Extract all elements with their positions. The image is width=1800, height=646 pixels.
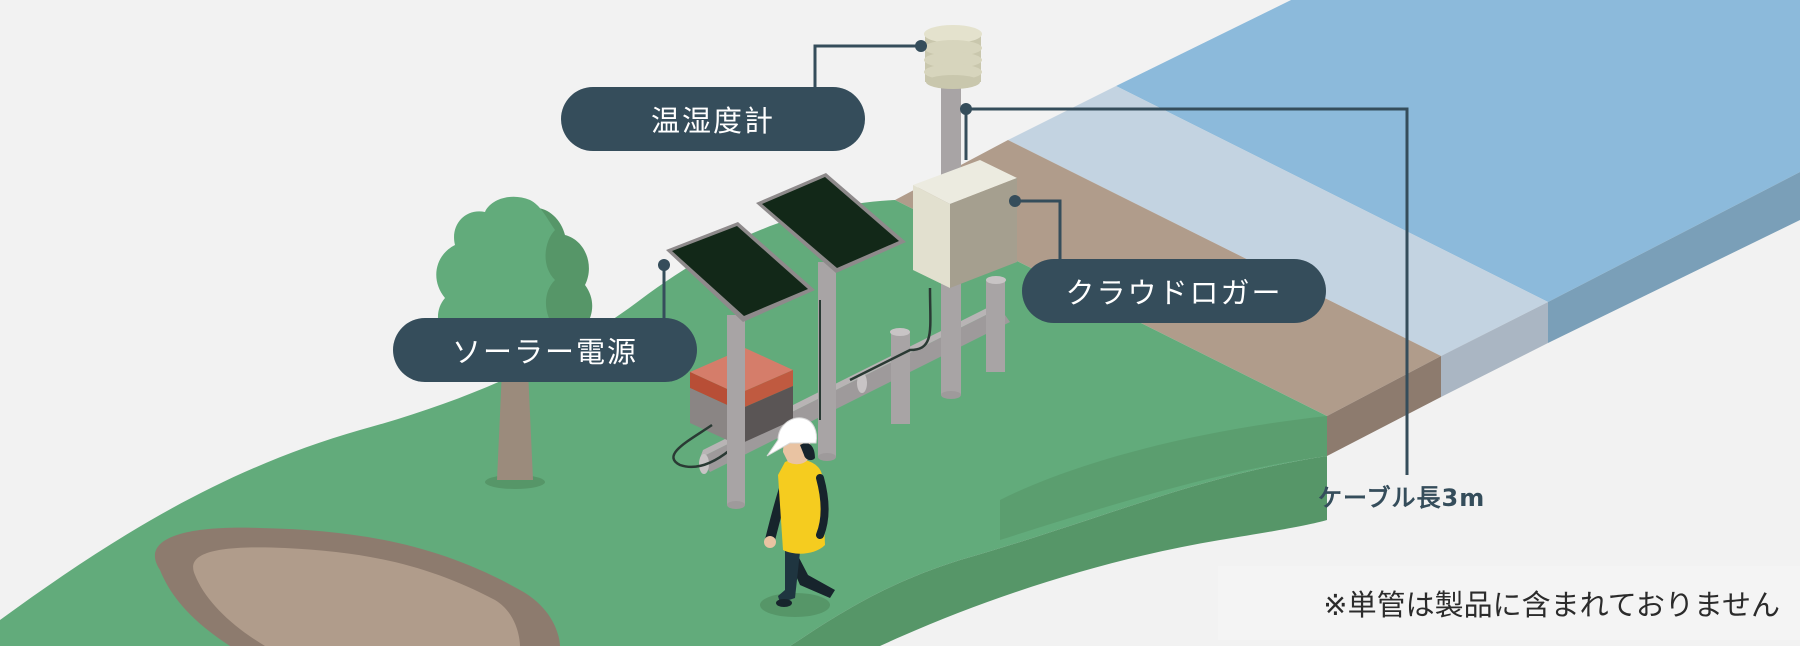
pipe-post-2-cap bbox=[986, 276, 1006, 284]
river-side bbox=[1548, 172, 1800, 343]
worker-shadow bbox=[760, 593, 830, 617]
cloud-logger-label: クラウドロガー bbox=[1022, 259, 1326, 323]
sensor-pole-base bbox=[941, 391, 961, 399]
worker-vest bbox=[778, 459, 825, 554]
callout-dot-logger bbox=[1009, 195, 1021, 207]
callout-dots bbox=[658, 40, 1021, 271]
thermo-hygrometer-label: 温湿度計 bbox=[561, 87, 865, 151]
worker bbox=[764, 417, 835, 607]
panel-leg-1-base bbox=[727, 501, 745, 509]
worker-arm-right bbox=[816, 474, 829, 539]
solar-panels bbox=[666, 173, 906, 509]
worker-leg-front bbox=[778, 550, 800, 603]
worker-leg-back bbox=[787, 550, 835, 598]
sensor-plate-3 bbox=[924, 52, 982, 68]
river-bank-light bbox=[1008, 86, 1548, 356]
logger-side bbox=[950, 178, 1017, 288]
logger-front bbox=[913, 185, 950, 288]
battery-box bbox=[672, 348, 793, 468]
battery-front-top bbox=[690, 372, 738, 410]
pipe-post-1-cap bbox=[890, 328, 910, 336]
callout-lines bbox=[662, 44, 1409, 475]
solar-panel-1 bbox=[672, 226, 808, 316]
dirt-patch-inner bbox=[193, 547, 520, 646]
worker-helmet bbox=[766, 417, 817, 457]
cloud-logger-box bbox=[849, 160, 1017, 382]
soil-side bbox=[1327, 356, 1441, 456]
river-water bbox=[1116, 0, 1800, 302]
worker-hand bbox=[764, 536, 776, 548]
sensor-plate-4 bbox=[924, 64, 982, 80]
solar-power-label: ソーラー電源 bbox=[393, 318, 697, 382]
battery-front bbox=[690, 388, 738, 445]
dirt-patch bbox=[154, 527, 560, 646]
callout-dot-sensor bbox=[915, 40, 927, 52]
river-bank-light-side bbox=[1441, 302, 1548, 397]
grass-slope-dark bbox=[790, 416, 1327, 646]
callout-dot-solar bbox=[658, 259, 670, 271]
pipe-post-1 bbox=[891, 332, 910, 424]
callout-dot-cable bbox=[960, 103, 972, 115]
disclaimer-note: ※単管は製品に含まれておりません bbox=[1218, 566, 1800, 640]
logger-cable bbox=[849, 287, 932, 382]
sensor-plate-5 bbox=[926, 75, 980, 89]
grass-slope-dark-2 bbox=[1000, 416, 1327, 540]
solar-panel-2 bbox=[762, 177, 899, 268]
worker-hair bbox=[800, 443, 815, 461]
logger-top bbox=[913, 160, 1017, 204]
worker-shoe bbox=[776, 599, 792, 607]
pipe-horizontal-front bbox=[700, 308, 1010, 472]
pipe-end-1 bbox=[857, 373, 867, 393]
tree-trunk bbox=[497, 370, 533, 480]
panel-leg-1 bbox=[727, 315, 745, 505]
thermo-hygrometer bbox=[924, 25, 982, 89]
panel-leg-2-base bbox=[818, 453, 836, 461]
river bbox=[1008, 0, 1800, 397]
battery-side bbox=[738, 386, 793, 445]
battery-side-top bbox=[738, 370, 793, 410]
callout-line-cable bbox=[966, 107, 1409, 475]
sensor-plate-1 bbox=[924, 25, 982, 43]
callout-line-logger bbox=[1015, 199, 1062, 259]
callout-line-sensor bbox=[813, 44, 921, 87]
battery-cable bbox=[672, 423, 731, 468]
pipe-post-2 bbox=[986, 280, 1005, 372]
panel-leg-2 bbox=[818, 262, 836, 457]
cable-length-label: ケーブル長3m bbox=[1318, 484, 1486, 512]
sensor-plate-2 bbox=[924, 40, 982, 56]
